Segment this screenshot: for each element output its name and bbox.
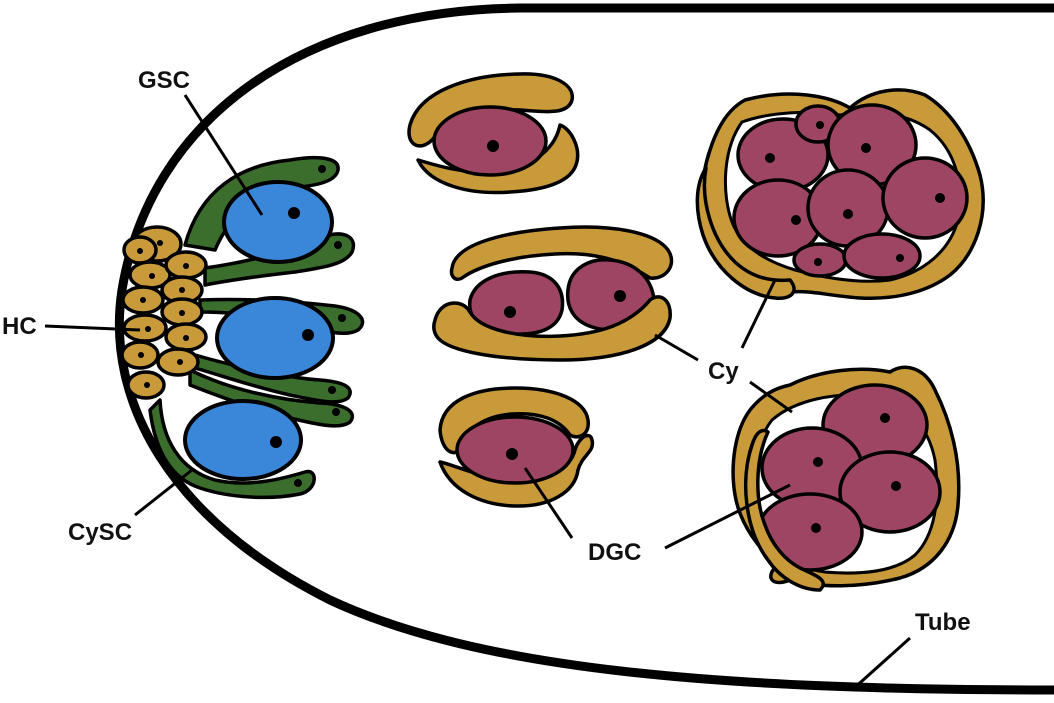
label-dgc: DGC <box>588 539 641 566</box>
label-cy: Cy <box>708 358 739 385</box>
gsc-cell <box>185 401 301 479</box>
cyst-top-right <box>697 90 983 298</box>
gsc-cell <box>224 182 332 262</box>
cyst-lower-middle <box>440 388 592 506</box>
label-hc: HC <box>2 313 37 340</box>
label-cysc: CySC <box>68 519 132 546</box>
label-tube: Tube <box>915 609 971 636</box>
label-gsc: GSC <box>138 67 190 94</box>
cyst-bottom-right <box>733 367 959 590</box>
gsc-cell <box>217 298 333 378</box>
